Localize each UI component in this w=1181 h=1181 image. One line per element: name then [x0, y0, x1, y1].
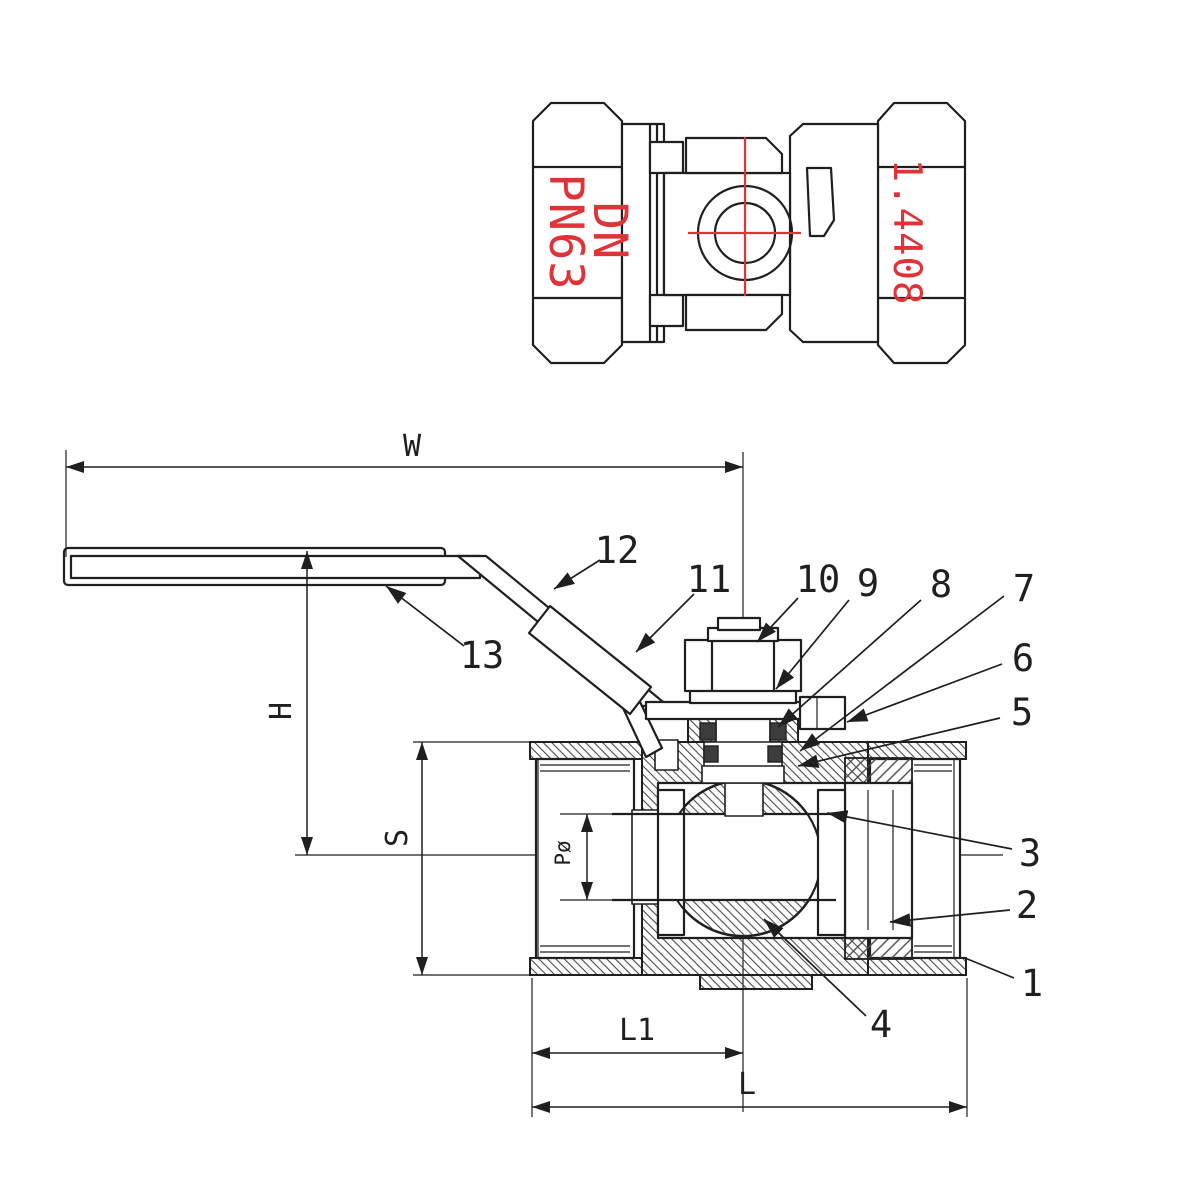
- ball-and-seats: [612, 778, 847, 938]
- top-view: DN PN63 1.4408: [531, 101, 967, 365]
- callout-5: 5: [1011, 691, 1033, 734]
- marking-dn: DN: [582, 202, 637, 261]
- callout-11: 11: [687, 558, 732, 601]
- left-wall-bore: [631, 809, 661, 905]
- handle-bar: [69, 554, 482, 580]
- handle-stop-block: [798, 695, 847, 731]
- stem-assembly: [687, 702, 799, 784]
- packing-right-lower: [767, 745, 783, 763]
- left-hex-cap: [531, 101, 624, 365]
- callout-8: 8: [930, 563, 952, 606]
- callout-2: 2: [1016, 884, 1038, 927]
- left-port-wall-top: [529, 741, 643, 760]
- packing-left-lower: [703, 745, 719, 763]
- right-port-wall-top: [867, 741, 967, 760]
- bottom-boss: [699, 974, 813, 990]
- callout-labels: 12 13 11 10 9 8 7 6 5 3 2 1 4: [460, 529, 1043, 1046]
- dim-H-label: H: [264, 702, 299, 720]
- seat-retainer: [843, 781, 914, 940]
- seat-right: [816, 788, 847, 937]
- stem-tang: [724, 782, 764, 817]
- right-port-wall-bottom: [867, 957, 967, 976]
- callout-7: 7: [1013, 567, 1035, 610]
- callout-leaders: [385, 559, 1015, 1017]
- stem-hex-nut: [683, 638, 803, 693]
- dim-S-label: S: [380, 829, 415, 847]
- dim-L1-label: L1: [619, 1013, 655, 1048]
- mount-pad-bottom: [684, 293, 784, 332]
- marking-pn: PN63: [538, 173, 593, 290]
- stem-top: [716, 616, 762, 632]
- callout-13: 13: [460, 634, 505, 677]
- callout-12: 12: [595, 529, 640, 572]
- callout-4: 4: [870, 1003, 892, 1046]
- callout-1: 1: [1021, 962, 1043, 1005]
- left-port-wall-bottom: [529, 957, 643, 976]
- dim-L-label: L: [738, 1067, 756, 1102]
- right-neck: [788, 122, 880, 344]
- callout-3: 3: [1019, 832, 1041, 875]
- callout-9: 9: [857, 562, 879, 605]
- handle-plate: [644, 700, 804, 721]
- marking-grade: 1.4408: [884, 159, 929, 306]
- dim-W-label: W: [403, 429, 422, 464]
- stem-nut-assembly: [683, 616, 803, 705]
- callout-6: 6: [1012, 637, 1034, 680]
- packing-left-upper: [699, 722, 717, 741]
- section-view: W H S Pø L1 L: [62, 429, 1043, 1117]
- packing-right-upper: [769, 722, 787, 741]
- callout-10: 10: [796, 558, 841, 601]
- handle-stop-tab-top: [805, 166, 836, 238]
- retainer-thread-top: [844, 757, 913, 784]
- dim-P-label: Pø: [551, 840, 575, 866]
- retainer-thread-bottom: [844, 937, 913, 960]
- handle-bend-sleeve: [527, 604, 653, 716]
- mount-pad-top: [684, 136, 784, 175]
- left-port-threads: [540, 764, 630, 953]
- dimensions: W H S Pø L1 L: [65, 429, 968, 1117]
- right-port-threads: [914, 764, 952, 953]
- stem-flange: [701, 765, 785, 784]
- handle-assembly: [62, 546, 847, 759]
